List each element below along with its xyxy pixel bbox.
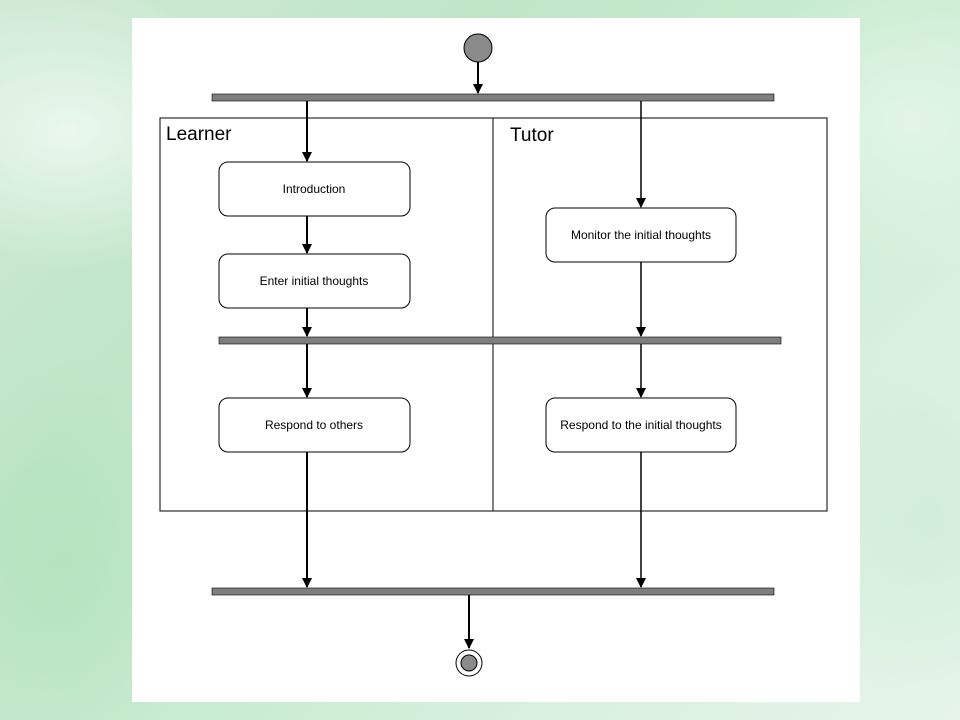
activity-introduction-label: Introduction	[283, 182, 346, 196]
activity-enter-initial-thoughts-label: Enter initial thoughts	[260, 274, 369, 288]
activity-respond-to-others-label: Respond to others	[265, 418, 363, 432]
tutor-lane	[492, 117, 828, 512]
activity-respond-to-initial-thoughts-label: Respond to the initial thoughts	[560, 418, 721, 432]
activity-monitor-initial-thoughts-label: Monitor the initial thoughts	[571, 228, 711, 242]
activity-enter-initial-thoughts	[218, 253, 411, 309]
activity-introduction	[218, 161, 411, 217]
learner-lane-title: Learner	[166, 124, 232, 145]
start-node	[463, 33, 493, 63]
tutor-lane-title: Tutor	[510, 125, 554, 146]
fork-bar	[211, 93, 775, 102]
end-node	[460, 654, 478, 672]
activity-respond-to-others	[218, 397, 411, 453]
join-bar	[211, 587, 775, 596]
sync-bar	[218, 336, 782, 345]
